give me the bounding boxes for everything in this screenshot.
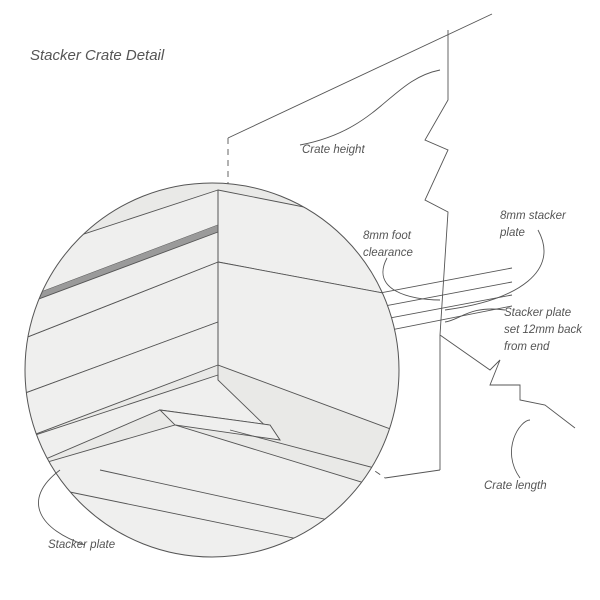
label-setback-line1: Stacker plate [504,307,571,319]
label-stacker-plate-thickness-line1: 8mm stacker [500,210,567,222]
label-crate-length: Crate length [484,480,547,492]
label-setback-line3: from end [504,341,550,353]
detail-circle [24,182,400,558]
label-stacker-plate: Stacker plate [48,539,115,551]
label-crate-height: Crate height [302,144,365,156]
leader-lines [38,69,545,546]
label-foot-clearance-line1: 8mm foot [363,230,412,242]
drawing-title: Stacker Crate Detail [30,47,165,64]
crate-corner-closeup [25,183,399,557]
label-setback-line2: set 12mm back [504,324,583,336]
label-foot-clearance-line2: clearance [363,247,413,259]
label-stacker-plate-thickness-line2: plate [499,227,525,239]
